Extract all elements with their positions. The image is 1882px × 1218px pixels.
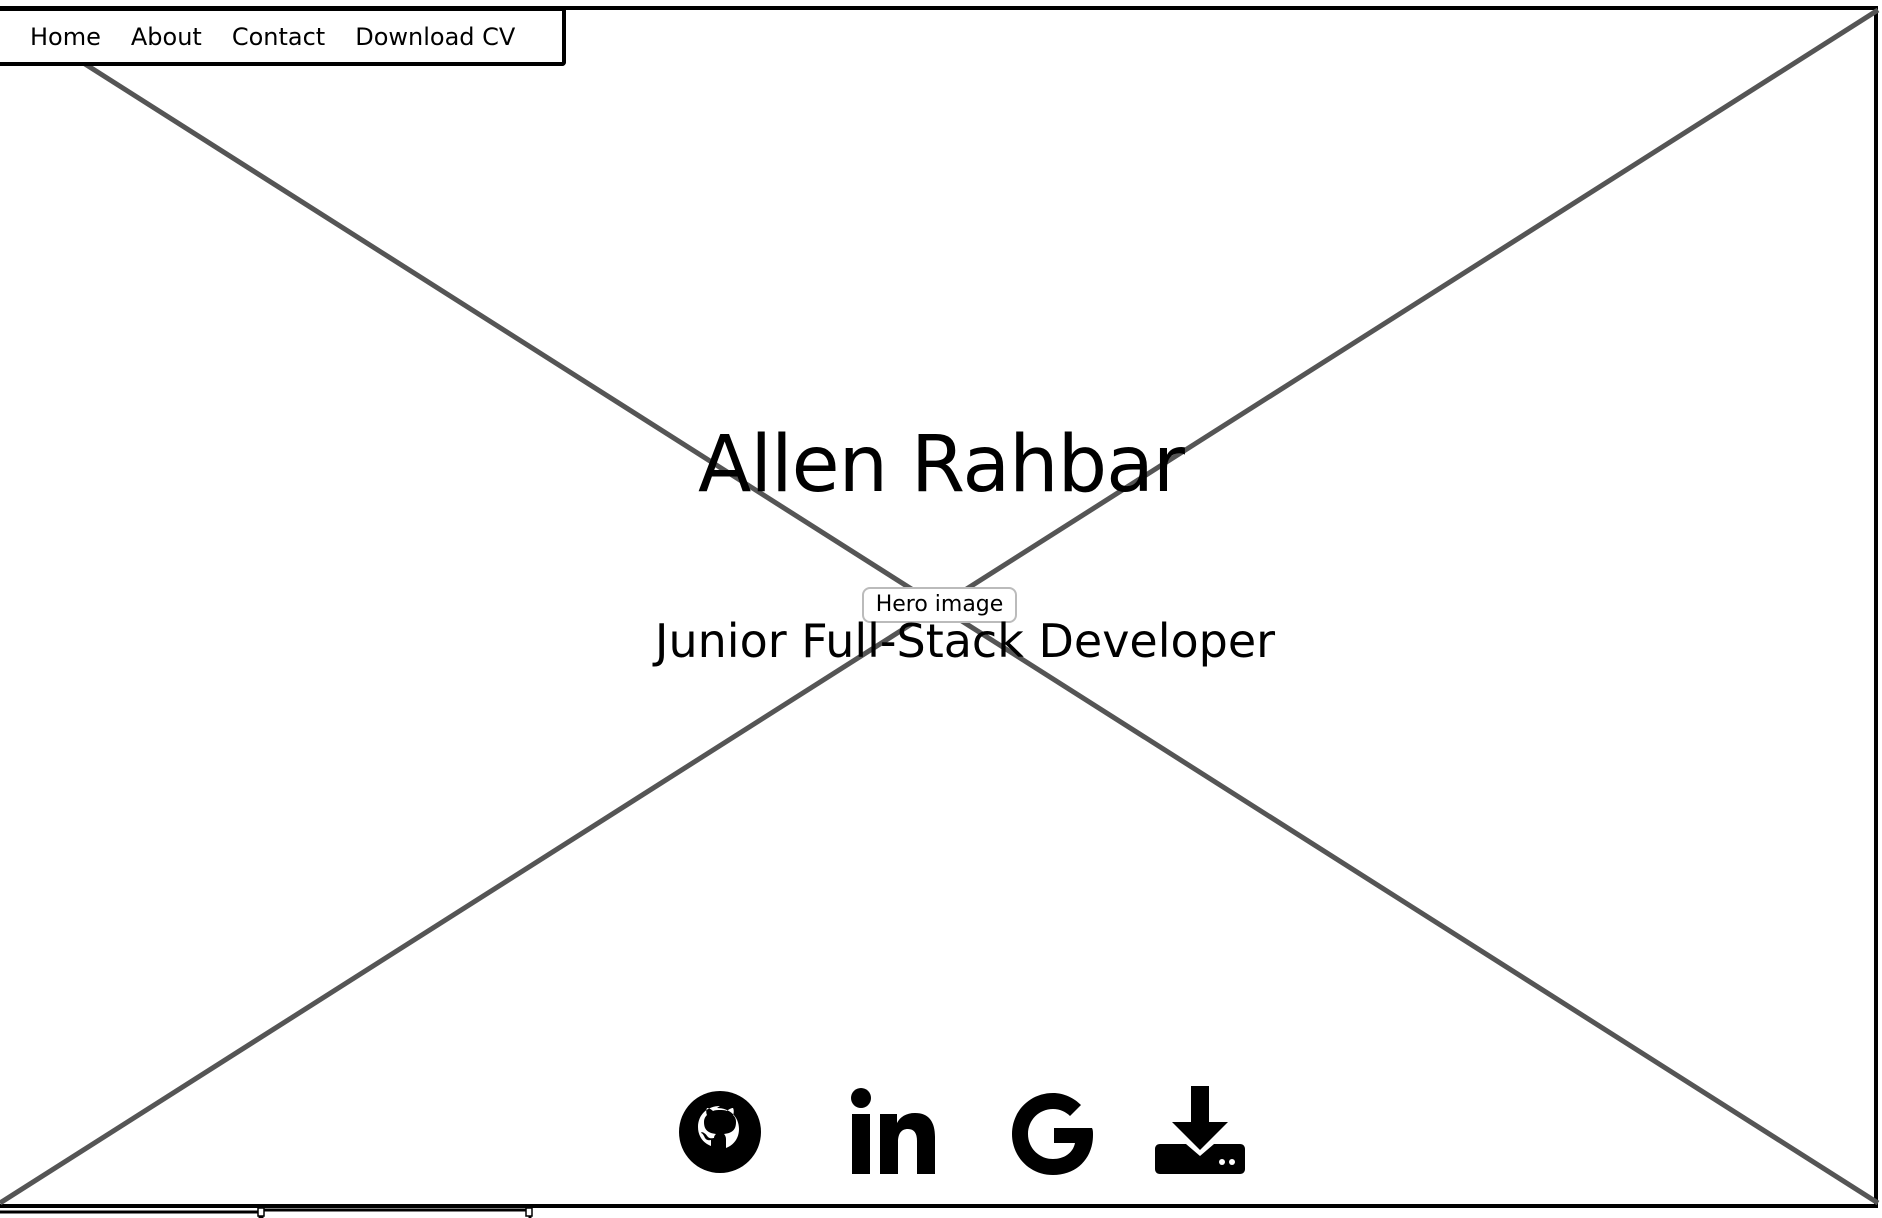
hero-subtitle: Junior Full-Stack Developer	[654, 614, 1276, 668]
github-icon[interactable]	[678, 1086, 762, 1178]
bottom-partial-tabs	[0, 1207, 533, 1218]
nav-home-link[interactable]: Home	[30, 22, 101, 51]
nav-download-cv-link[interactable]: Download CV	[355, 22, 516, 51]
top-navbar: Home About Contact Download CV	[0, 7, 566, 66]
hero-image-label: Hero image	[862, 587, 1017, 623]
hero-title: Allen Rahbar	[697, 420, 1185, 510]
hero-image-frame	[0, 6, 1878, 1208]
social-links	[0, 1086, 1882, 1178]
download-icon[interactable]	[1154, 1086, 1246, 1178]
nav-contact-link[interactable]: Contact	[231, 22, 326, 51]
google-icon[interactable]	[1010, 1086, 1094, 1178]
nav-about-link[interactable]: About	[130, 22, 202, 51]
linkedin-icon[interactable]	[848, 1086, 938, 1178]
